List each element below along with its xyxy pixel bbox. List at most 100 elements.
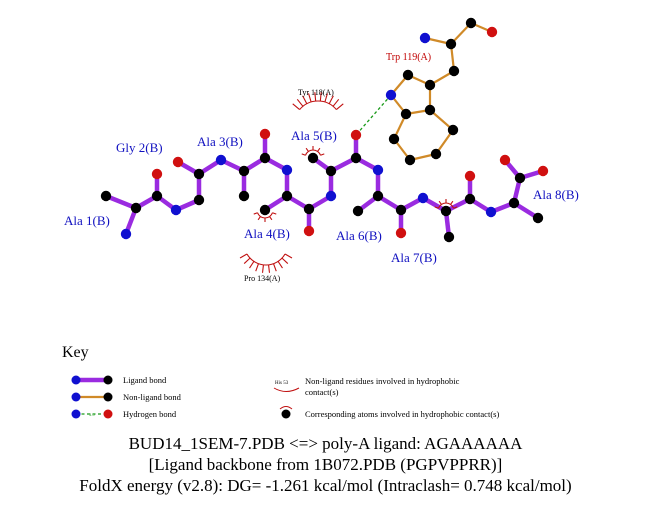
hydrophobic-arc-tick <box>281 257 289 264</box>
residue-label-gly2: Gly 2(B) <box>116 140 163 155</box>
hydrophobic-arcs <box>239 92 458 273</box>
hydrophobic-arc-tick <box>272 212 277 215</box>
hydrophobic-arc-curve <box>304 149 322 156</box>
hydrophobic-arc-tick <box>434 206 439 209</box>
carbon-atom <box>259 204 271 216</box>
carbon-atom <box>465 17 477 29</box>
carbon-atom <box>514 172 526 184</box>
carbon-atom <box>447 124 459 136</box>
nitrogen-atom <box>385 89 397 101</box>
key-nonligand-bond-label: Non-ligand bond <box>123 392 182 402</box>
key-hbond-atom-n <box>71 409 81 419</box>
hydrophobic-atom-ala7 <box>434 199 458 209</box>
key-title: Key <box>62 344 89 361</box>
nitrogen-atom <box>170 204 182 216</box>
carbon-atom <box>259 152 271 164</box>
hydrophobic-atom-ala5 <box>301 146 325 156</box>
hydrophobic-arc-tick <box>301 153 306 156</box>
carbon-atom <box>464 193 476 205</box>
oxygen-atom <box>486 26 498 38</box>
nitrogen-atom <box>325 190 337 202</box>
caption-line-2: [Ligand backbone from 1B072.PDB (PGPVPPR… <box>148 455 503 474</box>
key-nonligand-atom-n <box>71 392 81 402</box>
contact-labels: Trp 119(A) Tyr 118(A) Pro 134(A) <box>244 52 431 283</box>
nitrogen-atom <box>281 164 293 176</box>
hydrophobic-atom-ala4 <box>253 212 277 222</box>
nitrogen-atom <box>372 164 384 176</box>
oxygen-atom <box>395 227 407 239</box>
key-hydrophobic-atom <box>281 409 291 419</box>
caption-line-1: BUD14_1SEM-7.PDB <=> poly-A ligand: AGAA… <box>128 434 523 453</box>
key-hbond-distance: 3.0 <box>89 412 95 417</box>
atoms <box>100 17 549 243</box>
residue-label-ala1: Ala 1(B) <box>64 213 110 228</box>
hydrophobic-arc-tick <box>249 261 255 269</box>
key-hydrophobic-atoms-label: Corresponding atoms involved in hydropho… <box>305 409 499 419</box>
carbon-atom <box>238 165 250 177</box>
hydrophobic-arc-tick <box>273 263 277 272</box>
oxygen-atom <box>151 168 163 180</box>
hydrophobic-arc-curve <box>256 212 274 219</box>
carbon-atom <box>388 133 400 145</box>
carbon-atom <box>151 190 163 202</box>
hydrophobic-arc-tick <box>253 212 258 215</box>
hydrophobic-arc-tick <box>453 206 458 209</box>
key-nonligand-atom-c <box>103 392 113 402</box>
hydrophobic-arc-tick <box>277 261 283 269</box>
hydrophobic-arc-curve <box>299 100 337 110</box>
contact-label-trp119: Trp 119(A) <box>386 52 431 63</box>
hydrophobic-arc-tick <box>328 95 334 105</box>
oxygen-atom <box>464 170 476 182</box>
carbon-atom <box>325 165 337 177</box>
residue-label-ala7: Ala 7(B) <box>391 250 437 265</box>
key-hydrophobic-residue-arc <box>273 387 300 392</box>
oxygen-atom <box>259 128 271 140</box>
key-ligand-atom-n <box>71 375 81 385</box>
hydrophobic-arc-tick <box>438 200 442 205</box>
oxygen-atom <box>303 225 315 237</box>
carbon-atom <box>352 205 364 217</box>
contact-label-pro134: Pro 134(A) <box>244 274 281 283</box>
contact-label-tyr118: Tyr 118(A) <box>298 88 334 97</box>
oxygen-atom <box>499 154 511 166</box>
hydrophobic-arc-tick <box>284 253 293 259</box>
carbon-atom <box>440 205 452 217</box>
hydrophobic-arc-curve <box>437 202 455 209</box>
nitrogen-atom <box>417 192 429 204</box>
hydrophobic-arc-tick <box>450 200 454 205</box>
carbon-atom <box>424 104 436 116</box>
carbon-atom <box>100 190 112 202</box>
carbon-atom <box>281 190 293 202</box>
carbon-atom <box>448 65 460 77</box>
hydrophobic-arc-tick <box>308 93 312 103</box>
carbon-atom <box>395 204 407 216</box>
hydrophobic-arc-tick <box>268 264 271 273</box>
hydrophobic-arc-tick <box>302 95 308 105</box>
hydrophobic-arc-tick <box>305 147 309 152</box>
hydrophobic-arc-tick <box>314 92 317 102</box>
hydrophobic-arc-tick <box>261 264 264 273</box>
ligand-bonds <box>103 131 546 240</box>
key-ligand-bond-label: Ligand bond <box>123 375 167 385</box>
oxygen-atom <box>172 156 184 168</box>
nitrogen-atom <box>485 206 497 218</box>
hydrophobic-arc-tick <box>320 153 325 156</box>
oxygen-atom <box>350 129 362 141</box>
carbon-atom <box>193 194 205 206</box>
hydrophobic-arc-tick <box>257 216 261 221</box>
nonligand-bonds <box>389 21 494 162</box>
carbon-atom <box>402 69 414 81</box>
carbon-atom <box>350 152 362 164</box>
hydrophobic-arc-tick <box>336 103 344 110</box>
residue-labels: Ala 1(B) Gly 2(B) Ala 3(B) Ala 4(B) Ala … <box>64 128 579 265</box>
carbon-atom <box>430 148 442 160</box>
carbon-atom <box>372 190 384 202</box>
hydrophobic-contact-tyr118 <box>292 92 344 110</box>
hydrophobic-arc-curve <box>246 253 286 266</box>
hydrophobic-arc-tick <box>319 92 322 102</box>
oxygen-atom <box>537 165 549 177</box>
caption-line-3: FoldX energy (v2.8): DG= -1.261 kcal/mol… <box>79 476 572 495</box>
hydrogen-bond <box>355 94 392 136</box>
carbon-atom <box>307 152 319 164</box>
hydrophobic-arc-tick <box>243 257 251 264</box>
